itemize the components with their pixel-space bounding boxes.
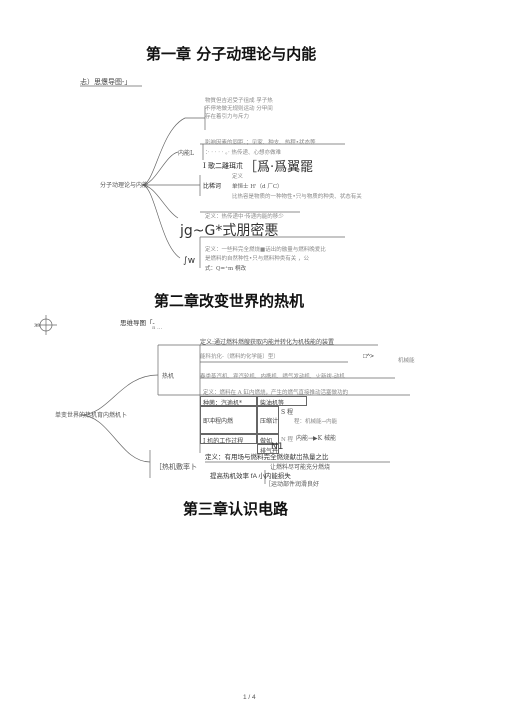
engine-types: 春类蒸汽机、宾汽轮机、内携机、喷气发动机、火新祓-动机 — [200, 374, 345, 380]
efficiency-definition: 定义：有用场与燃料完全燃烧献岀热量之比 — [205, 454, 329, 461]
node-text: 是燃料的自然种性•只与燃料种类有关 ，公 — [205, 256, 309, 262]
node-text: 式：Q=⁺m 桐改 — [205, 266, 246, 272]
mind-map-label: 忐）思憊导图-」 — [80, 78, 132, 86]
top-note-line: 不停地做无规则运动 分甲间 — [205, 106, 273, 112]
table-cell: 种菌：汽逾机* — [200, 396, 257, 406]
mind-map-sublabel: a ... — [152, 325, 163, 331]
page-number: 1 / 4 — [243, 694, 256, 701]
node-text: ：· · · · · 。· 热传递、心想亦做难 — [205, 150, 281, 156]
node-text: 定义 — [232, 174, 244, 180]
node-text: 影响因素的同距、；见家、种支、热程•状态等 — [205, 140, 316, 146]
table-cell: 排气丹 — [257, 444, 279, 454]
table-cell: N 程 — [281, 437, 294, 443]
table-cell: N1 — [271, 442, 284, 452]
efficiency-method: 让燃料尽可能充分燃烧 — [270, 464, 331, 471]
mind-map-label: 思维导图「- — [120, 320, 155, 327]
efficiency-method: ［运动部件润滑良好 — [265, 481, 320, 488]
table-cell: S 程 — [281, 409, 293, 416]
ic-engine-definition: 定义：燃料在 A 缸内燃烧，产生的燃气直接推动活塞做功的 — [203, 390, 348, 396]
efficiency-method: 提高热机效率 fA 小内能损失 — [210, 473, 291, 480]
node-big-text: ［爲·爲翼罷 — [244, 160, 314, 175]
root-node: 分子动理论与内能 — [100, 182, 149, 189]
table-cell: 压缩计 — [257, 406, 279, 434]
node-text: Ⅰ 歌二離珥朮 — [203, 162, 243, 170]
mechanical-energy: 机械能 — [398, 358, 415, 364]
node-label-heat-value: ∫w — [183, 256, 196, 266]
energy-box: □^> — [363, 353, 374, 360]
page-margin-number: 33 — [34, 323, 41, 329]
node-big-text: jg~G*式朋密悪 — [180, 223, 279, 239]
node-text: 比热容是物质的一种物性•只与物质的种类、状态有关 — [232, 194, 362, 200]
table-cell: 内能→▶K 械能 — [296, 435, 337, 442]
top-note-line: 物質但吉迟受子徂成 孚子热 — [205, 98, 273, 104]
node-label-specific-heat: 比稀诃 — [203, 183, 222, 190]
chapter-2-title: 第二章改变世界的热机 — [154, 292, 305, 310]
efficiency-label: ［热机敷率卜 — [155, 463, 197, 471]
top-note-line: 存在着引力与斥力 — [205, 114, 250, 120]
table-cell: 程：机械能→内能 — [294, 419, 338, 425]
energy-conversion: 能科抗化-〔燃料的化学能〕型） — [200, 354, 279, 360]
table-cell: 即冲程内燃 — [200, 406, 257, 434]
node-label-internal-energy: 内能L — [178, 150, 194, 157]
heat-engine-definition: 定义:通过燃料燃艘获取内能并转化为机栈能的装置 — [200, 339, 335, 346]
node-text: 定义：一些料完全燃烧■话出的融量与燃料晚爱比 — [205, 247, 326, 253]
heat-engine-label: 热机 — [162, 373, 175, 380]
table-cell: Ⅰ 机的工作过程 — [200, 434, 257, 444]
node-text: 定义：热传递中·传递内能的移少 — [205, 214, 284, 220]
table-cell: 柴油机等 — [257, 396, 307, 406]
table-cell: 做如 — [257, 434, 279, 444]
chapter-2-root: 单变世界的热机育内燃机卜 — [55, 412, 128, 419]
chapter-1-title: 第一章 分子动理论与内能 — [146, 45, 317, 63]
chapter-3-title: 第三章认识电路 — [183, 500, 289, 518]
node-text: 单恒士 H'（d 厂C） — [232, 184, 283, 190]
